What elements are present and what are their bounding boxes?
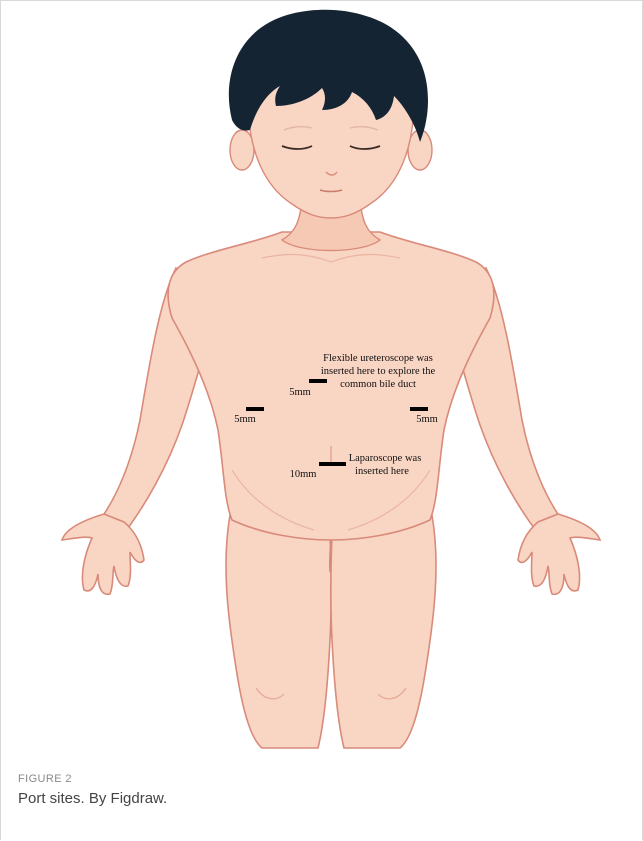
left-hand <box>62 514 144 594</box>
port-right-mark <box>410 407 428 411</box>
left-leg <box>226 505 331 748</box>
port-upper-size: 5mm <box>289 387 311 398</box>
port-umbilical-mark <box>319 462 346 466</box>
flexible-note-line3: common bile duct <box>340 379 416 390</box>
port-left-mark <box>246 407 264 411</box>
port-left-size: 5mm <box>234 414 256 425</box>
figure-caption: Port sites. By Figdraw. <box>18 790 167 807</box>
figure-label: FIGURE 2 <box>18 773 72 785</box>
right-hand <box>518 514 600 594</box>
port-upper-mark <box>309 379 327 383</box>
flexible-note-line1: Flexible ureteroscope was <box>323 353 433 364</box>
torso-body <box>168 232 494 540</box>
laparoscope-note-line2: inserted here <box>355 466 409 477</box>
head <box>229 10 432 218</box>
flexible-note-line2: inserted here to explore the <box>321 366 436 377</box>
left-ear <box>230 130 254 170</box>
port-umbilical-size: 10mm <box>290 469 317 480</box>
child-body-illustration: Flexible ureteroscope was inserted here … <box>0 0 643 760</box>
torso <box>168 232 494 572</box>
laparoscope-note-line1: Laparoscope was <box>349 453 422 464</box>
right-leg <box>331 505 436 748</box>
port-right-size: 5mm <box>416 414 438 425</box>
